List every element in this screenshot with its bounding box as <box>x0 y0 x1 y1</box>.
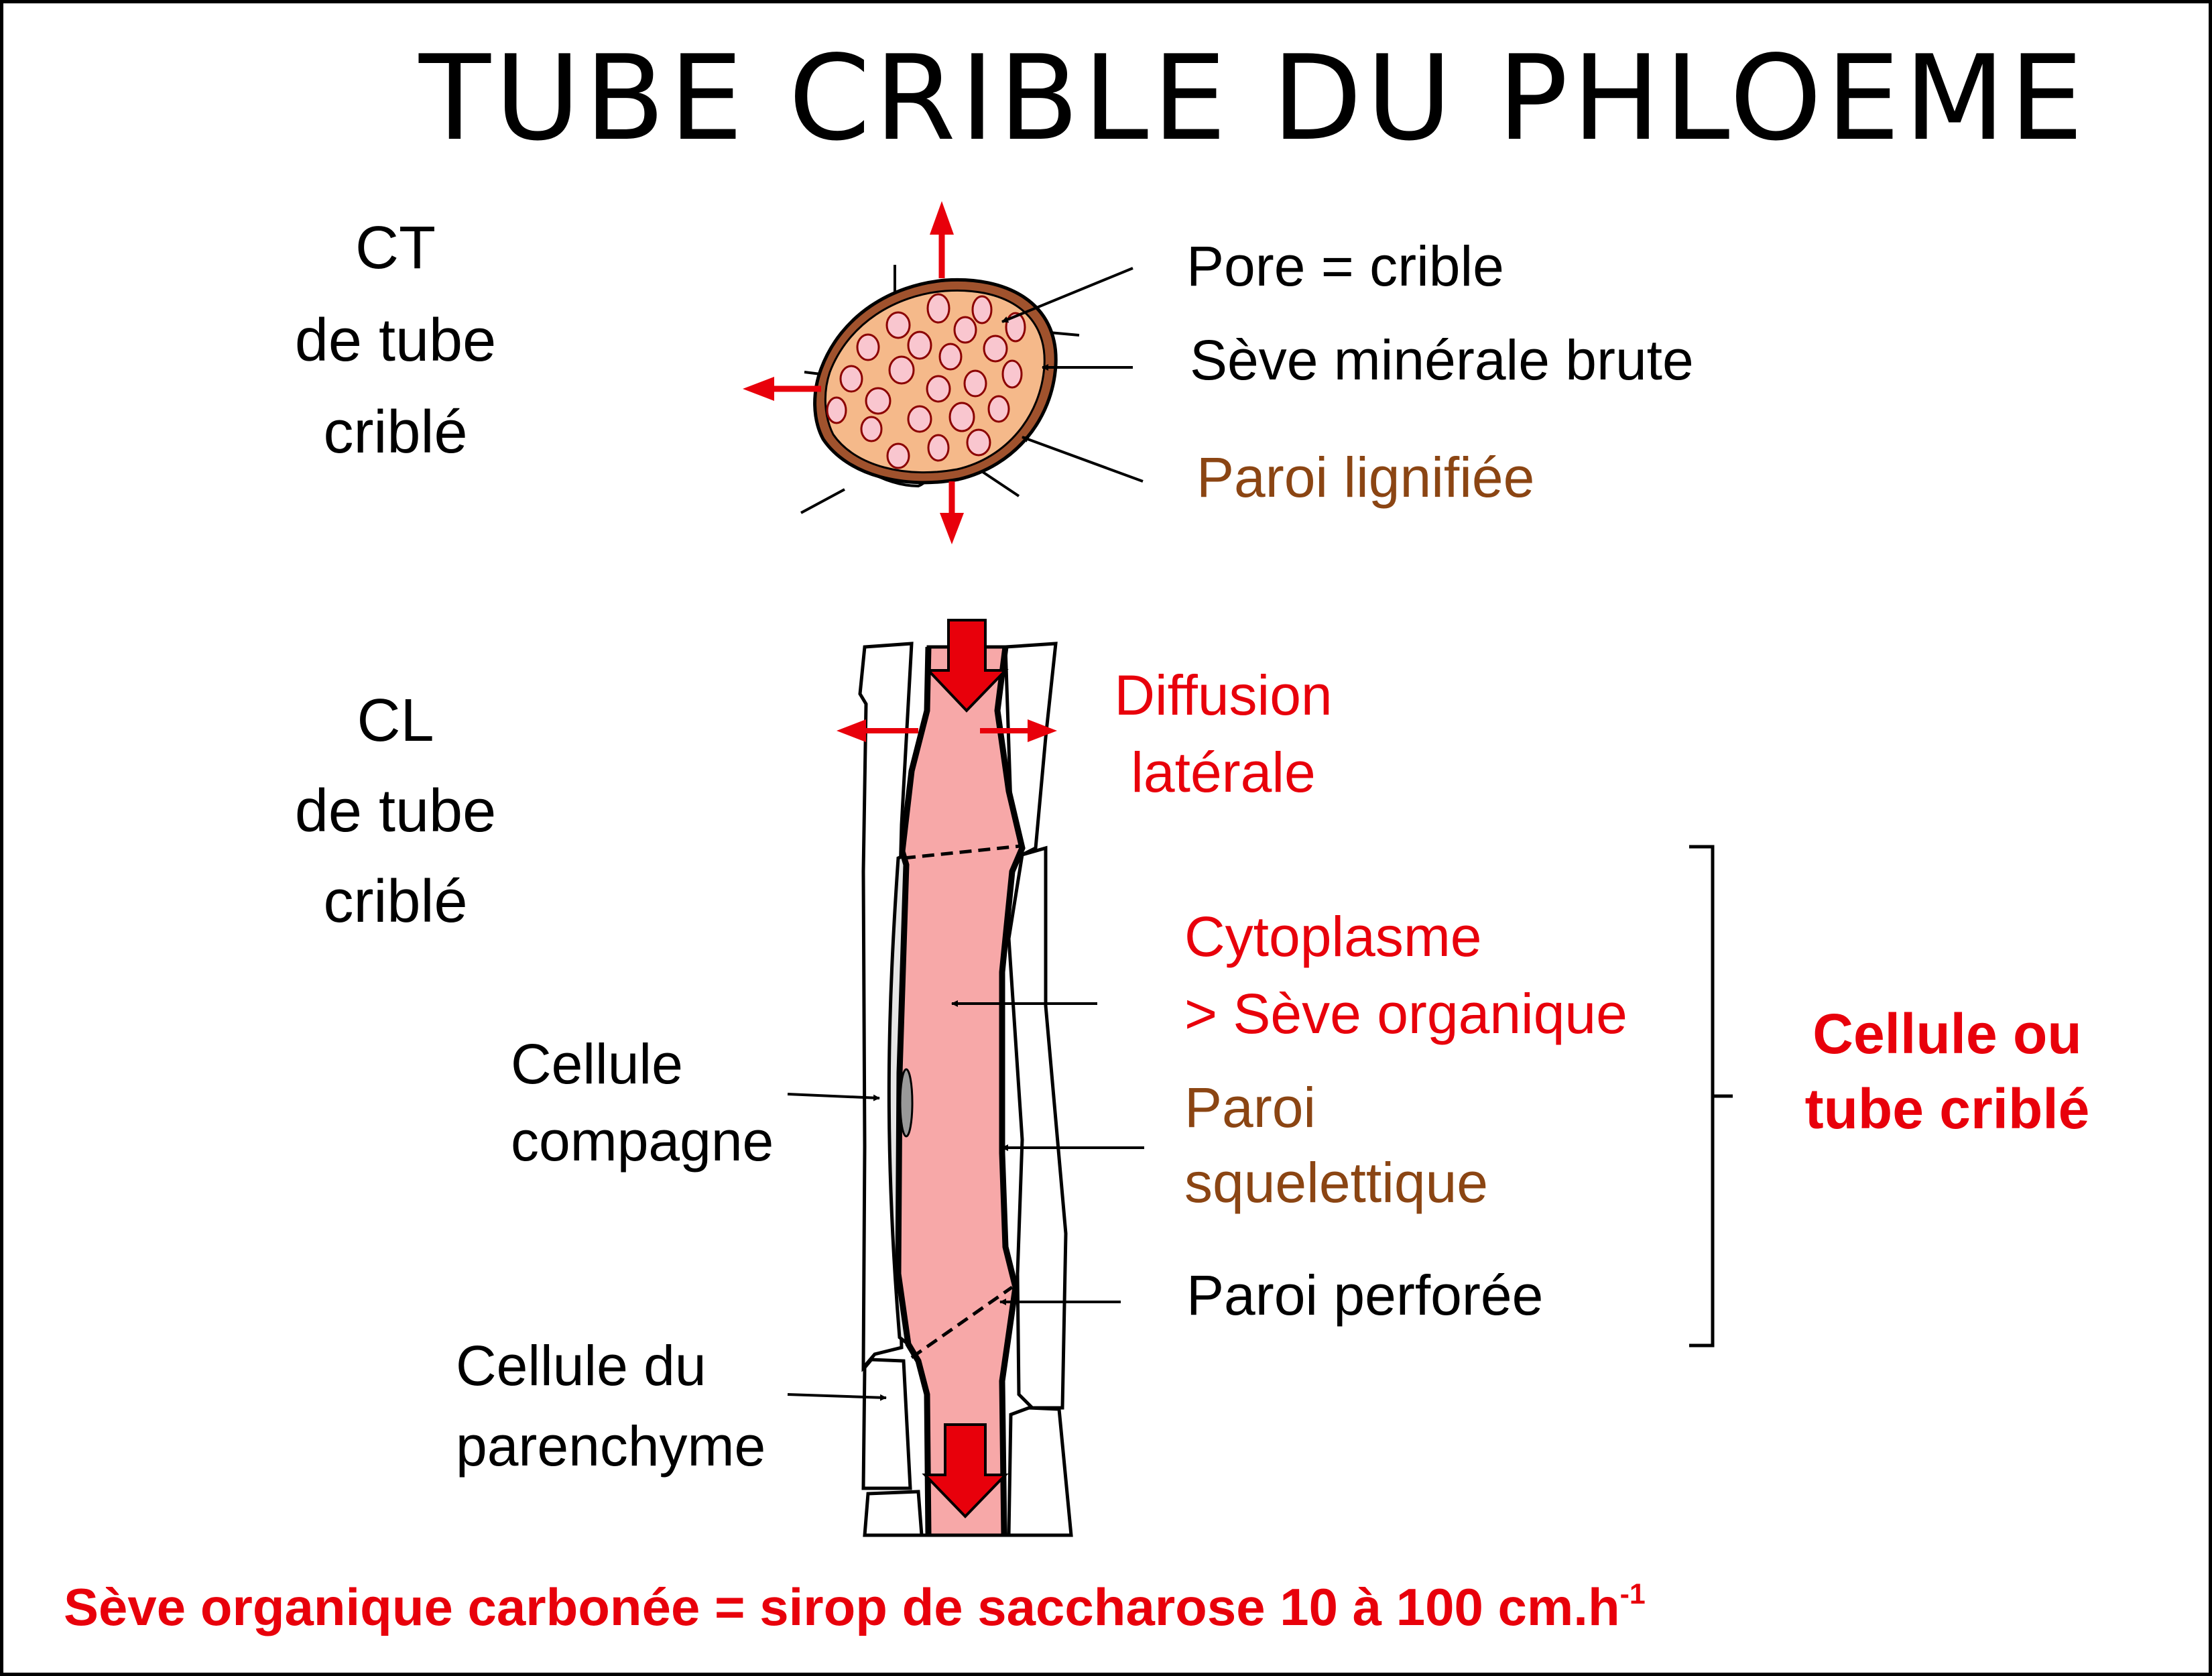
parenchyma-cell-left-bottom <box>861 1358 912 1490</box>
cl-label-line-2: de tube <box>294 778 497 845</box>
cellule-compagne-pointer <box>787 1093 880 1101</box>
label-paroi-perforee: Paroi perforée <box>1186 1264 1544 1327</box>
flow-arrow-top <box>925 619 1009 713</box>
parenchyma-cell-left-base <box>863 1490 924 1537</box>
label-cytoplasme-line-2: > Sève organique <box>1184 982 1627 1045</box>
parenchyma-cell-right-mid <box>1007 845 1068 1410</box>
paroi-lignifiee-pointer <box>1022 436 1144 483</box>
footer-text: Sève organique carbonée = sirop de sacch… <box>64 1577 1620 1636</box>
ct-label-line-1: CT <box>355 215 436 282</box>
label-cellule-compagne-line-2: compagne <box>511 1110 774 1173</box>
label-cytoplasme-line-1: Cytoplasme <box>1184 905 1482 968</box>
label-paroi-squelettique-line-2: squelettique <box>1184 1151 1489 1214</box>
label-cellule-parenchyme-line-1: Cellule du <box>456 1334 706 1397</box>
label-diffusion-line-2: latérale <box>1131 741 1316 804</box>
lateral-diffusion-arrows <box>837 719 1057 742</box>
footer-superscript: -1 <box>1619 1577 1646 1610</box>
sieve-wall-left <box>895 646 932 1536</box>
label-paroi-squelettique-line-1: Paroi <box>1184 1076 1316 1139</box>
sieve-plate-top <box>903 844 1021 860</box>
cellule-parenchyme-pointer <box>787 1393 887 1401</box>
label-cellule-parenchyme-line-2: parenchyme <box>456 1415 766 1478</box>
companion-nucleus <box>899 1068 914 1138</box>
sieve-wall-right <box>994 646 1026 1536</box>
longitudinal-section <box>858 642 1073 1537</box>
label-cellule-tube-line-1: Cellule ou <box>1812 1002 2082 1065</box>
cross-section <box>743 201 1080 544</box>
label-seve-minerale: Sève minérale brute <box>1190 328 1694 392</box>
sieve-plate-bottom <box>910 1285 1013 1360</box>
longitudinal-pointer-lines <box>787 1000 1144 1401</box>
pore-pointer <box>1001 267 1133 323</box>
sieve-cell-bracket <box>1689 845 1733 1348</box>
label-pore: Pore = crible <box>1186 235 1504 298</box>
flow-arrows <box>922 619 1009 1518</box>
label-paroi-lignifiee: Paroi lignifiée <box>1196 446 1535 509</box>
flow-arrow-bottom <box>922 1423 1009 1518</box>
footer-note: Sève organique carbonée = sirop de sacch… <box>64 1577 1646 1633</box>
label-cellule-tube-line-2: tube criblé <box>1804 1077 2090 1140</box>
cross-pores <box>826 293 1026 469</box>
cross-diffusion-arrows <box>743 201 964 544</box>
ct-label-line-2: de tube <box>294 307 497 374</box>
label-cellule-compagne-line-1: Cellule <box>511 1032 683 1095</box>
cl-label-line-1: CL <box>357 687 434 754</box>
cl-label-line-3: criblé <box>323 868 468 935</box>
cross-pointer-lines <box>1001 267 1144 483</box>
ct-label-line-3: criblé <box>323 399 468 466</box>
page-title: TUBE CRIBLE DU PHLOEME <box>419 31 2088 167</box>
label-diffusion-line-1: Diffusion <box>1114 664 1333 727</box>
parenchyma-cell-right-bottom <box>1007 1406 1073 1537</box>
